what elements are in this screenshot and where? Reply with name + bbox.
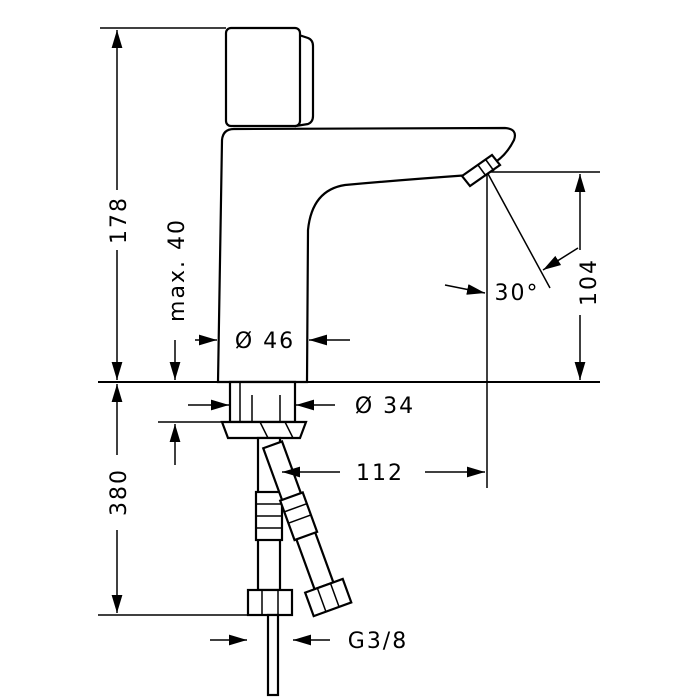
aerator — [460, 153, 502, 188]
hose-nut-straight — [246, 588, 294, 617]
faucet — [216, 26, 517, 440]
hose-nut-angled — [303, 577, 353, 618]
label-spout-height: 104 — [577, 258, 602, 306]
label-total-height: 178 — [107, 196, 132, 244]
label-thread: G3/8 — [348, 629, 408, 654]
hoses — [246, 436, 353, 697]
label-body-diameter: Ø 46 — [235, 329, 295, 354]
label-max-deck: max. 40 — [165, 218, 190, 322]
reference-lines — [98, 27, 600, 616]
label-spout-angle: 30° — [495, 281, 540, 306]
supply-pipe — [266, 613, 280, 697]
label-spout-reach: 112 — [356, 461, 404, 486]
handle — [224, 26, 302, 128]
dimension-arrows — [111, 30, 586, 646]
label-hose-length: 380 — [107, 468, 132, 516]
label-shank-diameter: Ø 34 — [355, 394, 415, 419]
